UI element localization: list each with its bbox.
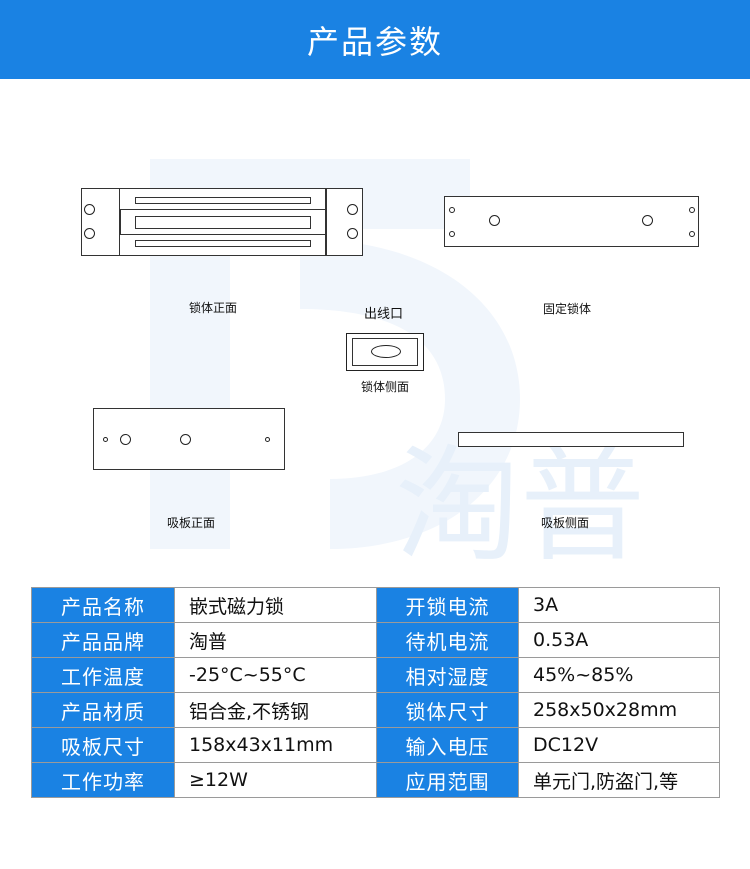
fixed-lock-caption: 固定锁体 [543,302,592,316]
spec-label: 工作温度 [31,657,175,693]
mounting-hole [449,207,455,213]
spec-label: 工作功率 [31,762,175,798]
spec-label: 输入电压 [376,727,519,763]
lock-front-caption: 锁体正面 [189,301,238,315]
mounting-hole [489,215,500,226]
spec-value: 淘普 [174,622,377,658]
mounting-hole [642,215,653,226]
mounting-hole [689,207,695,213]
plate-front-caption: 吸板正面 [167,516,216,530]
table-row: 工作温度 -25°C~55°C 相对湿度 45%~85% [31,657,720,693]
spec-label: 产品材质 [31,692,175,728]
mounting-hole [689,231,695,237]
spec-label: 应用范围 [376,762,519,798]
spec-label: 产品名称 [31,587,175,623]
spec-value: 158x43x11mm [174,727,377,763]
spec-table: 产品名称 嵌式磁力锁 开锁电流 3A 产品品牌 淘普 待机电流 0.53A 工作… [31,587,720,798]
page-title: 产品参数 [306,22,443,61]
spec-value: -25°C~55°C [174,657,377,693]
cable-outlet-hole [371,345,401,358]
spec-label: 开锁电流 [376,587,519,623]
table-row: 吸板尺寸 158x43x11mm 输入电压 DC12V [31,727,720,763]
watermark-logo-arc [300,239,520,549]
spec-label: 产品品牌 [31,622,175,658]
spec-value: 0.53A [518,622,720,658]
plate-side-caption: 吸板侧面 [541,516,590,530]
mounting-hole [120,434,131,445]
mounting-hole [449,231,455,237]
spec-value: DC12V [518,727,720,763]
spec-value: 258x50x28mm [518,692,720,728]
mounting-hole [347,204,358,215]
mounting-hole [84,204,95,215]
mounting-hole [84,228,95,239]
spec-value: 3A [518,587,720,623]
table-row: 产品材质 铝合金,不锈钢 锁体尺寸 258x50x28mm [31,692,720,728]
mounting-hole [180,434,191,445]
cable-outlet-caption: 出线口 [364,307,404,322]
table-row: 产品品牌 淘普 待机电流 0.53A [31,622,720,658]
table-row: 产品名称 嵌式磁力锁 开锁电流 3A [31,587,720,623]
spec-value: 单元门,防盗门,等 [518,762,720,798]
spec-value: 45%~85% [518,657,720,693]
spec-label: 吸板尺寸 [31,727,175,763]
spec-label: 待机电流 [376,622,519,658]
table-row: 工作功率 ≥12W 应用范围 单元门,防盗门,等 [31,762,720,798]
mounting-hole [265,437,270,442]
header-bar: 产品参数 [0,0,750,79]
spec-value: 嵌式磁力锁 [174,587,377,623]
mounting-hole [347,228,358,239]
mounting-hole [103,437,108,442]
spec-label: 锁体尺寸 [376,692,519,728]
spec-label: 相对湿度 [376,657,519,693]
brand-watermark: 淘普 [150,159,645,579]
spec-value: 铝合金,不锈钢 [174,692,377,728]
watermark-brand-text: 淘普 [395,434,645,579]
spec-value: ≥12W [174,762,377,798]
lock-side-caption: 锁体侧面 [361,380,410,394]
